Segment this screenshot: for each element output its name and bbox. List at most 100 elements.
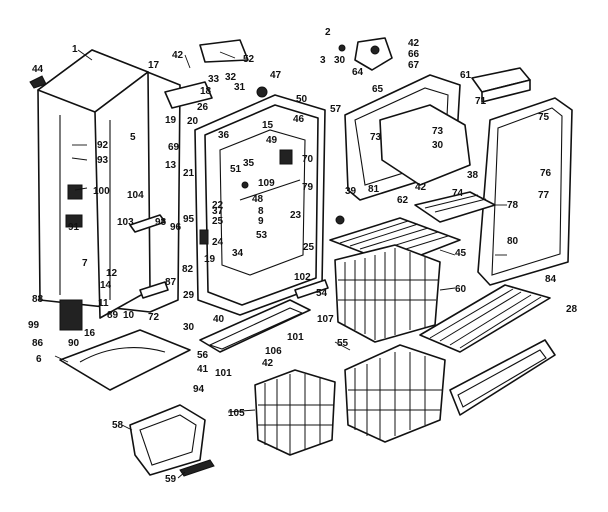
label-10: 10	[123, 310, 135, 321]
drawer-front	[449, 339, 556, 416]
label-88: 88	[32, 294, 44, 305]
label-35: 35	[243, 158, 255, 169]
label-42: 42	[262, 358, 274, 369]
label-19: 19	[204, 254, 216, 265]
label-51: 51	[230, 164, 242, 175]
label-42: 42	[172, 50, 184, 61]
leader-lines	[54, 49, 507, 479]
air-duct	[199, 299, 311, 353]
top-cover	[164, 39, 249, 109]
label-44: 44	[32, 64, 44, 75]
label-78: 78	[507, 200, 519, 211]
label-38: 38	[467, 170, 479, 181]
label-77: 77	[538, 190, 550, 201]
label-94: 94	[193, 384, 205, 395]
label-1: 1	[72, 44, 78, 55]
label-40: 40	[213, 314, 225, 325]
label-28: 28	[566, 304, 578, 315]
label-86: 86	[32, 338, 44, 349]
fan-bracket	[354, 37, 393, 71]
label-29: 29	[183, 290, 195, 301]
label-73: 73	[432, 126, 444, 137]
part-labels: 44 1 42 52 17 18 33 32 31 47 2 3 30 42 6…	[28, 27, 578, 485]
label-8: 8	[258, 206, 264, 217]
label-18: 18	[200, 86, 212, 97]
evaporator-box	[379, 104, 471, 186]
label-21: 21	[183, 168, 195, 179]
label-16: 16	[84, 328, 96, 339]
label-91: 91	[68, 222, 80, 233]
label-82: 82	[182, 264, 194, 275]
label-56: 56	[197, 350, 209, 361]
cabinet-shell	[37, 49, 181, 319]
label-45: 45	[455, 248, 467, 259]
label-72: 72	[148, 312, 160, 323]
label-103: 103	[117, 217, 134, 228]
label-99: 99	[28, 320, 40, 331]
hardware-parts	[29, 44, 346, 331]
label-69: 69	[168, 142, 180, 153]
label-62: 62	[397, 195, 409, 206]
label-81: 81	[368, 184, 380, 195]
label-25: 25	[212, 216, 224, 227]
label-98: 98	[155, 217, 167, 228]
label-102: 102	[294, 272, 311, 283]
label-107: 107	[317, 314, 334, 325]
label-49: 49	[266, 135, 278, 146]
label-67: 67	[408, 60, 420, 71]
label-95: 95	[183, 214, 195, 225]
flat-wire-shelf	[419, 284, 551, 353]
label-109: 109	[258, 178, 275, 189]
basket-large	[334, 244, 441, 343]
base-pan	[59, 329, 191, 391]
label-34: 34	[232, 248, 244, 259]
label-26: 26	[197, 102, 209, 113]
label-22: 22	[212, 200, 224, 211]
label-7: 7	[82, 258, 88, 269]
label-24: 24	[212, 237, 224, 248]
label-5: 5	[130, 132, 136, 143]
label-89: 89	[107, 310, 119, 321]
label-2: 2	[325, 27, 331, 38]
label-19: 19	[165, 115, 177, 126]
label-39: 39	[345, 186, 357, 197]
label-61: 61	[460, 70, 472, 81]
label-30: 30	[432, 140, 444, 151]
label-104: 104	[127, 190, 144, 201]
label-84: 84	[545, 274, 557, 285]
label-65: 65	[372, 84, 384, 95]
label-96: 96	[170, 222, 182, 233]
label-106: 106	[265, 346, 282, 357]
label-52: 52	[243, 54, 255, 65]
label-73: 73	[370, 132, 382, 143]
label-55: 55	[337, 338, 349, 349]
label-37: 37	[212, 206, 224, 217]
label-101: 101	[287, 332, 304, 343]
label-58: 58	[112, 420, 124, 431]
label-11: 11	[98, 298, 109, 309]
label-9: 9	[258, 216, 264, 227]
label-100: 100	[93, 186, 110, 197]
label-70: 70	[302, 154, 314, 165]
label-66: 66	[408, 49, 420, 60]
label-20: 20	[187, 116, 199, 127]
label-17: 17	[148, 60, 160, 71]
label-59: 59	[165, 474, 177, 485]
bin-58	[129, 404, 206, 476]
label-101: 101	[215, 368, 232, 379]
label-87: 87	[165, 277, 177, 288]
label-93: 93	[97, 155, 109, 166]
label-75: 75	[538, 112, 550, 123]
label-33: 33	[208, 74, 220, 85]
label-47: 47	[270, 70, 282, 81]
label-76: 76	[540, 168, 552, 179]
label-79: 79	[302, 182, 314, 193]
label-31: 31	[234, 82, 246, 93]
label-23: 23	[290, 210, 302, 221]
label-64: 64	[352, 67, 364, 78]
label-30: 30	[334, 55, 346, 66]
label-71: 71	[475, 96, 487, 107]
label-25: 25	[303, 242, 315, 253]
